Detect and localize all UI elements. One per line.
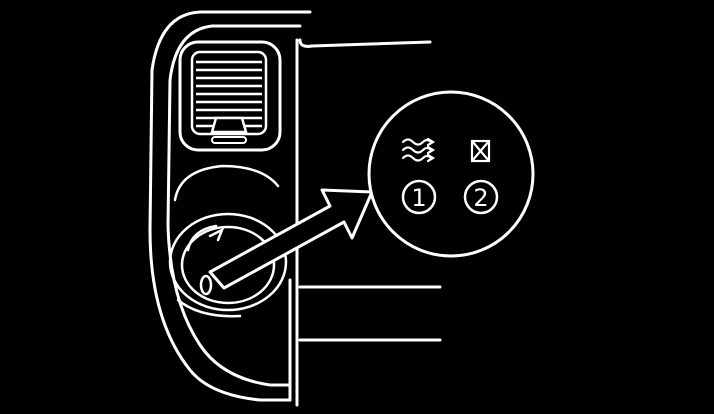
marker-2-label: 2 [473, 184, 488, 212]
marker-1-label: 1 [411, 184, 426, 212]
marker-2: 2 [463, 179, 499, 215]
vent-knob [210, 116, 248, 134]
cup-holder [168, 164, 288, 318]
air-flow-icon [401, 137, 436, 163]
air-vent [178, 40, 282, 152]
callout-arrow [208, 188, 374, 290]
callout-circle [367, 90, 535, 258]
marker-1: 1 [401, 179, 437, 215]
closed-vent-icon [470, 139, 491, 163]
